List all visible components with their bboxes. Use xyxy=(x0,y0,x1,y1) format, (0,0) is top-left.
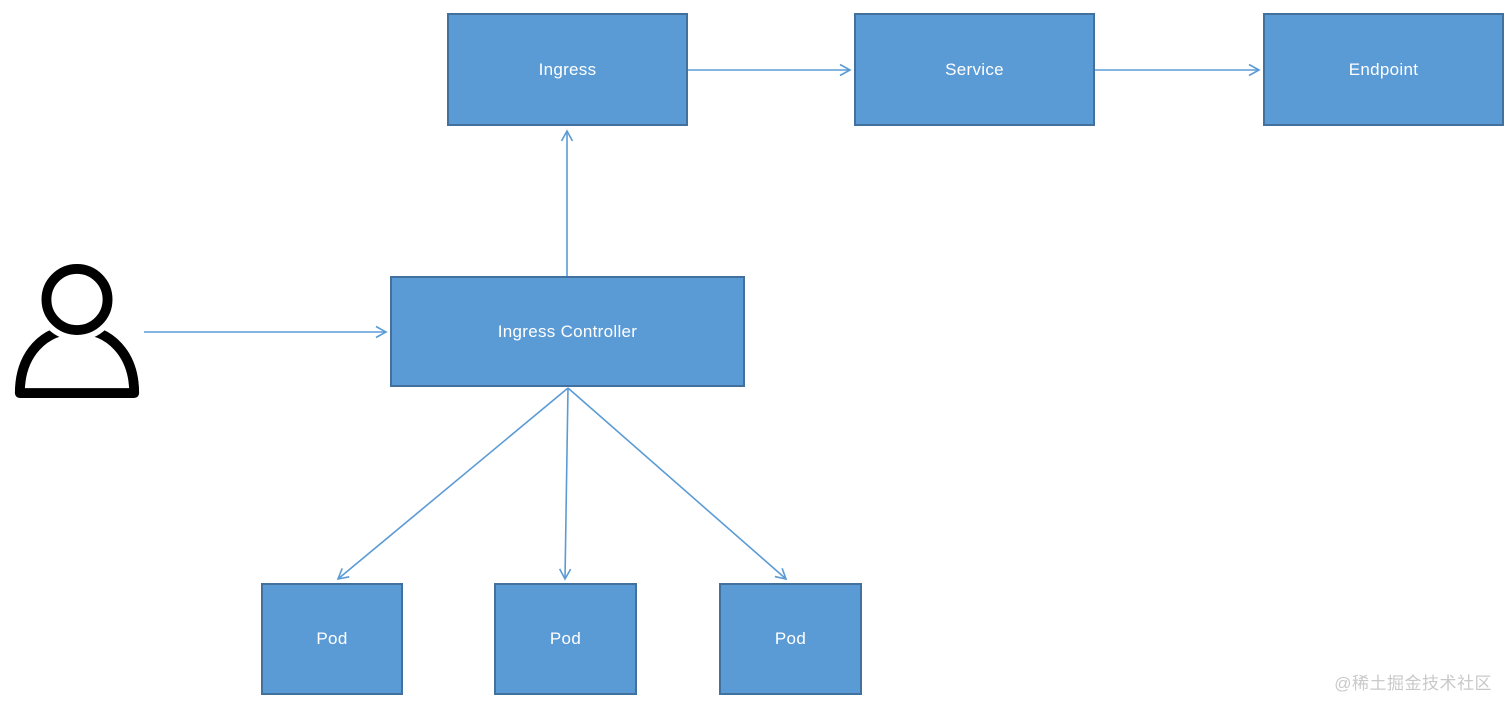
node-ingress-controller-label: Ingress Controller xyxy=(497,321,638,341)
node-service-label: Service xyxy=(945,59,1004,79)
node-ingress-label: Ingress xyxy=(538,59,597,79)
node-ingress-controller: Ingress Controller xyxy=(390,276,745,387)
edge-controller-to-pod-2 xyxy=(558,387,572,581)
user-head xyxy=(41,263,113,335)
node-service: Service xyxy=(854,13,1095,126)
node-pod-2: Pod xyxy=(494,583,637,695)
user-icon xyxy=(14,260,140,399)
edge-controller-to-pod-1 xyxy=(336,387,569,581)
edge-controller-to-pod-3 xyxy=(567,387,788,581)
node-pod-1-label: Pod xyxy=(316,629,348,648)
node-pod-3-label: Pod xyxy=(774,629,807,648)
node-pod-2-label: Pod xyxy=(549,629,582,648)
node-ingress: Ingress xyxy=(447,13,688,126)
node-endpoint-label: Endpoint xyxy=(1348,59,1419,79)
node-pod-3: Pod xyxy=(719,583,862,695)
node-endpoint: Endpoint xyxy=(1263,13,1504,126)
watermark: @稀土掘金技术社区 xyxy=(1334,674,1492,693)
node-pod-1: Pod xyxy=(261,583,403,695)
